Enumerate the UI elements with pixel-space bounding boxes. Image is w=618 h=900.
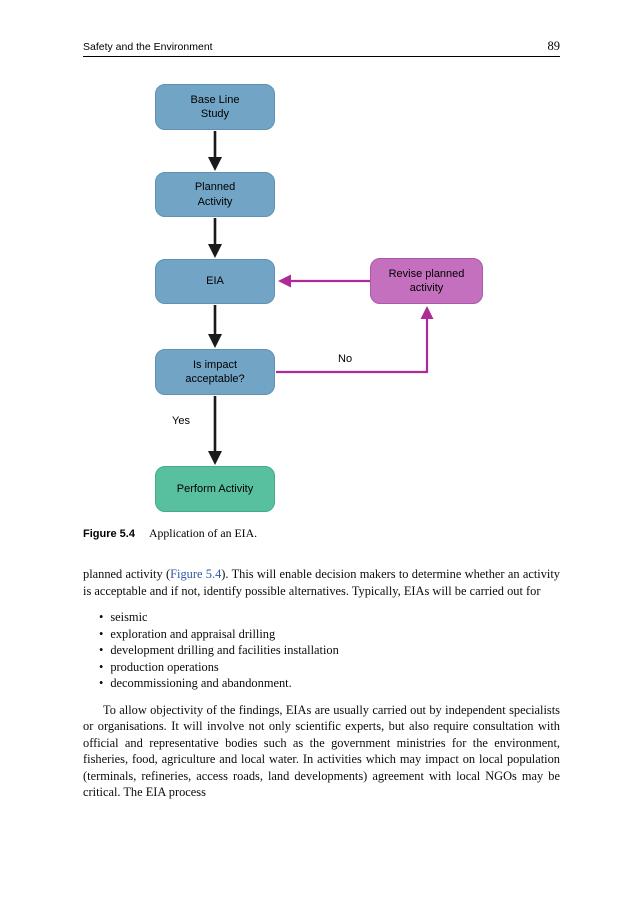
flow-arrow-impact-to-perform — [208, 396, 222, 465]
node-perform-activity-label: Perform Activity — [176, 482, 254, 495]
flow-arrow-eia-to-impact — [208, 305, 222, 348]
paragraph-1-pre: planned activity ( — [83, 567, 171, 581]
flowchart-arrows — [208, 131, 434, 465]
body-text: planned activity (Figure 5.4). This will… — [83, 566, 560, 801]
bullet-list: seismic exploration and appraisal drilli… — [83, 609, 560, 692]
bullet-item: development drilling and facilities inst… — [99, 642, 560, 659]
bullet-item: exploration and appraisal drilling — [99, 626, 560, 643]
figure-caption-text: Application of an EIA. — [148, 526, 258, 540]
running-head: Safety and the Environment 89 — [83, 39, 560, 54]
edge-label-no: No — [338, 353, 353, 365]
flow-arrow-planned-to-eia — [208, 218, 222, 258]
figure-caption-label: Figure 5.4 — [83, 528, 135, 540]
page-number: 89 — [547, 39, 561, 53]
header-rule — [83, 56, 560, 57]
node-planned-activity-label: Planned Activity — [194, 181, 236, 208]
node-eia-label: EIA — [206, 275, 224, 288]
node-perform-activity: Perform Activity — [155, 466, 275, 512]
bullet-item: decommissioning and abandonment. — [99, 675, 560, 692]
node-base-line-study: Base Line Study — [155, 84, 275, 130]
running-head-title: Safety and the Environment — [83, 41, 213, 53]
figure-5-4-link[interactable]: Figure 5.4 — [170, 567, 222, 581]
paragraph-1-post: ). This will enable decision makers to d… — [83, 567, 560, 598]
paragraph-2: To allow objectivity of the findings, EI… — [83, 702, 560, 800]
edge-label-yes: Yes — [172, 415, 190, 427]
feedback-arrow-impact-to-revise — [276, 306, 434, 374]
node-base-line-study-label: Base Line Study — [190, 93, 240, 120]
figure-caption: Figure 5.4 Application of an EIA. — [83, 526, 560, 541]
node-is-impact-acceptable-label: Is impact acceptable? — [185, 358, 245, 385]
paragraph-1: planned activity (Figure 5.4). This will… — [83, 566, 560, 599]
node-revise-planned-activity: Revise planned activity — [370, 258, 483, 304]
node-revise-planned-activity-label: Revise planned activity — [388, 267, 465, 294]
node-is-impact-acceptable: Is impact acceptable? — [155, 349, 275, 395]
node-planned-activity: Planned Activity — [155, 172, 275, 217]
bullet-item: seismic — [99, 609, 560, 626]
node-eia: EIA — [155, 259, 275, 304]
bullet-item: production operations — [99, 659, 560, 676]
feedback-arrow-revise-to-eia — [278, 274, 370, 288]
flow-arrow-baseline-to-planned — [208, 131, 222, 171]
